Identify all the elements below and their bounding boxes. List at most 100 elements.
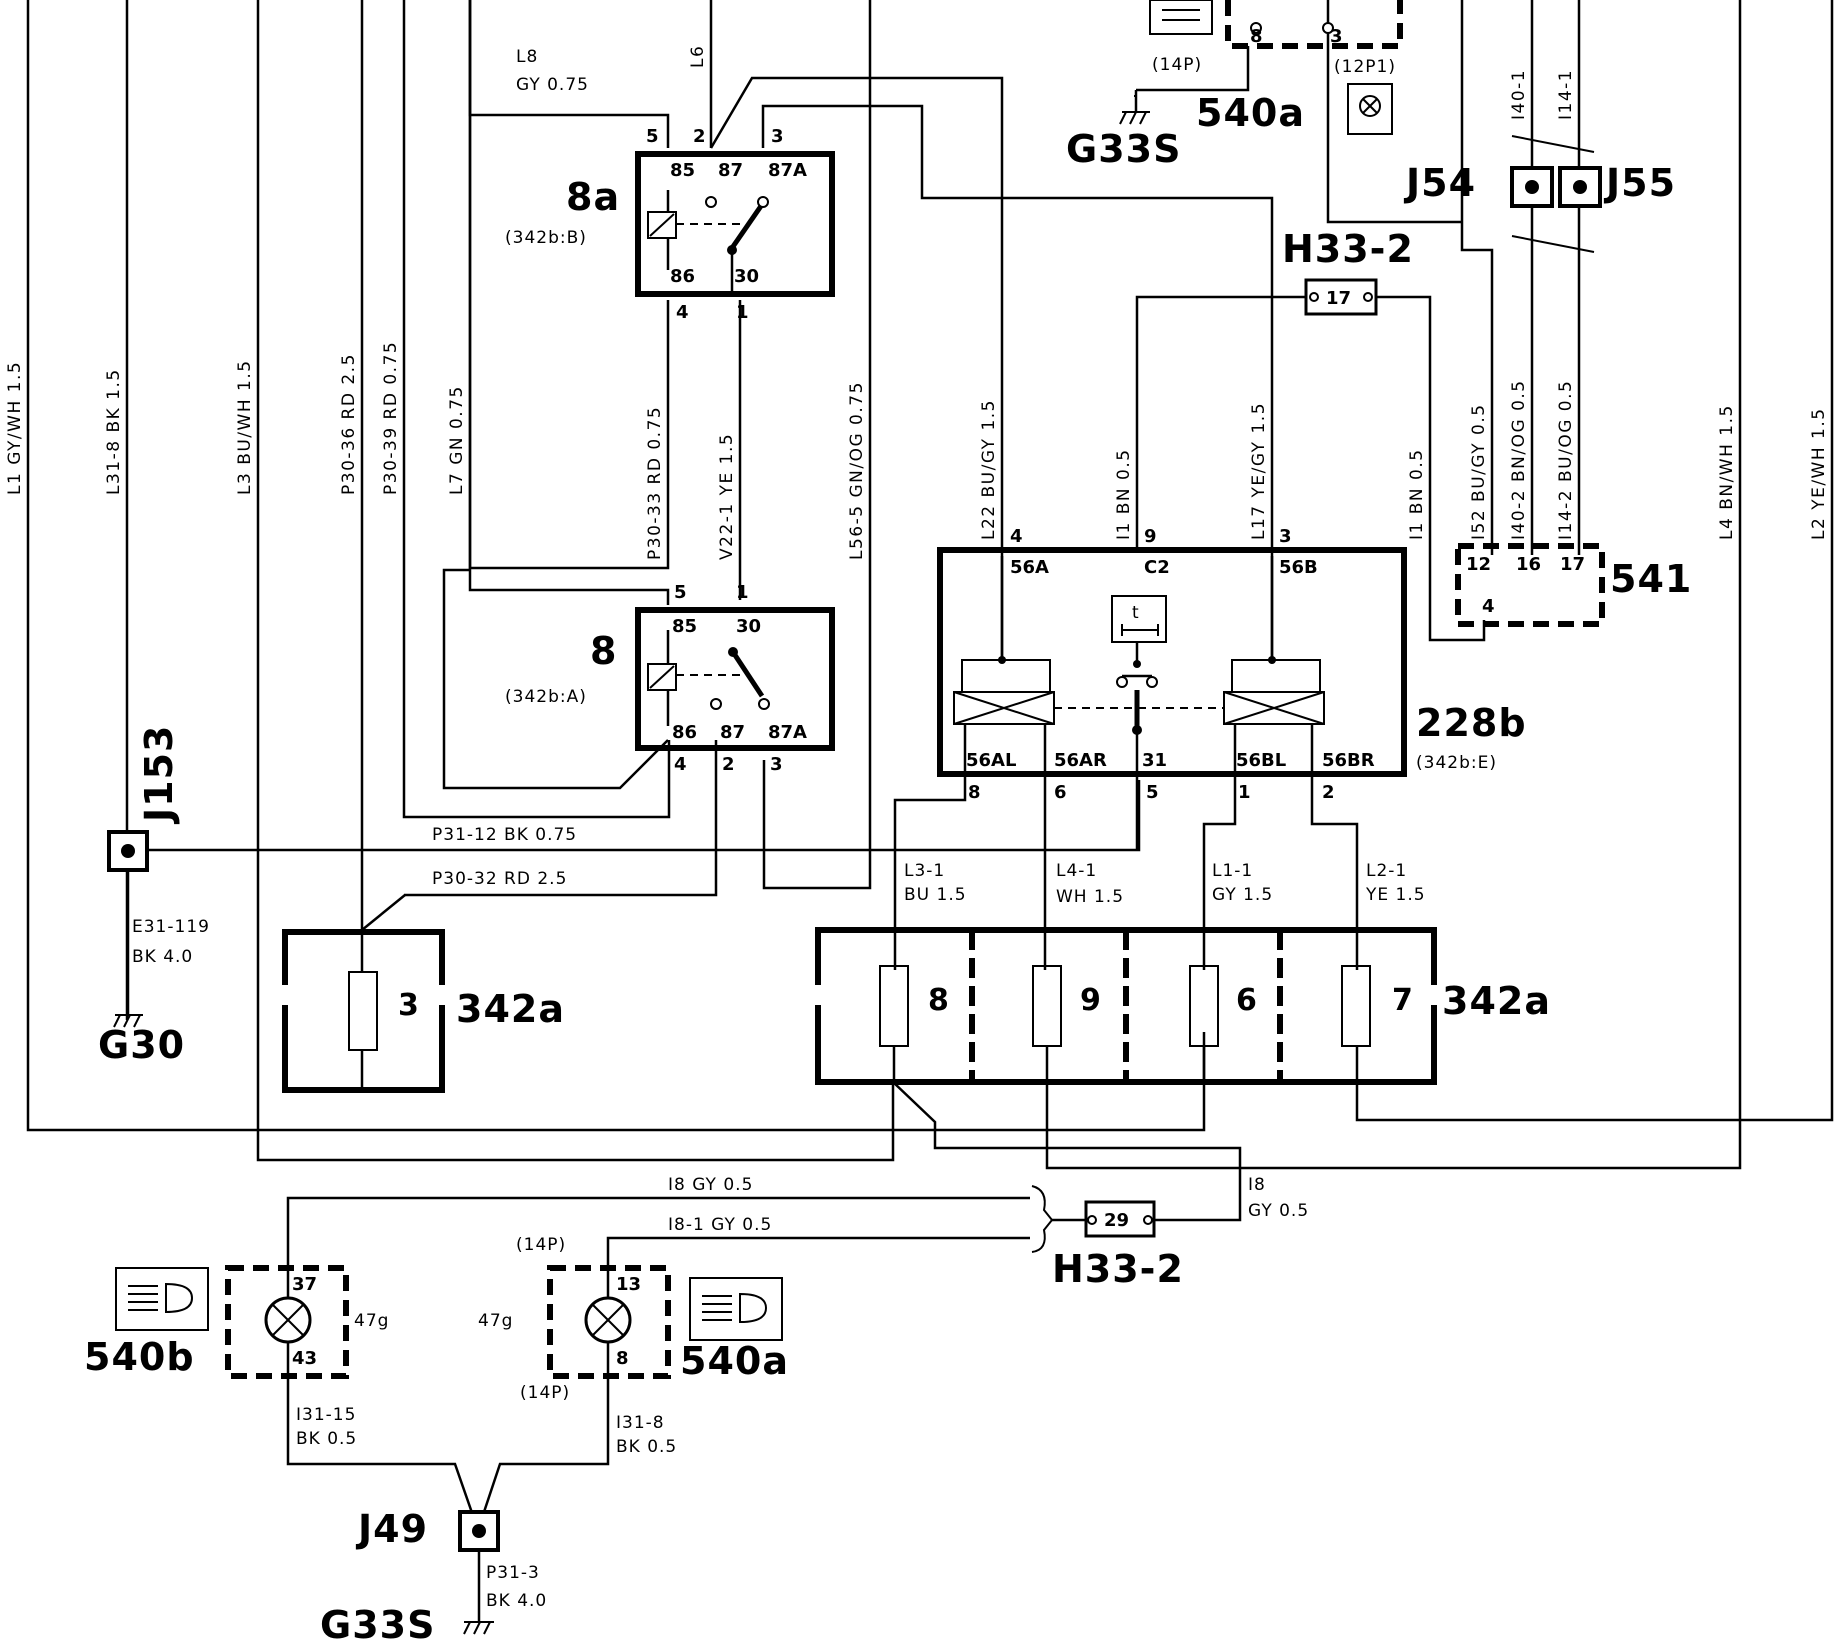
label-p30-32: P30-32 RD 2.5 bbox=[432, 869, 567, 889]
label-l8-spec: GY 0.75 bbox=[516, 75, 589, 95]
fuse-3 bbox=[348, 971, 378, 1051]
wire-8a-pin2-cross bbox=[709, 76, 1004, 198]
relay-8-term-86: 86 bbox=[672, 722, 697, 743]
wire-l56-5 bbox=[762, 0, 872, 890]
label-i31-8-id: I31-8 bbox=[616, 1413, 665, 1433]
wire-i1-right bbox=[1358, 295, 1486, 642]
fusebox-right-label: 342a bbox=[1442, 979, 1551, 1023]
label-i31-8-spec: BK 0.5 bbox=[616, 1437, 677, 1457]
fusebox-left-box bbox=[282, 929, 445, 1093]
wire-p30-32 bbox=[361, 894, 406, 931]
lamp-540b-code: 47g bbox=[354, 1311, 389, 1331]
wire-i8-top bbox=[286, 1196, 1030, 1268]
lamp-540a-label: 540a bbox=[680, 1339, 789, 1383]
wire-i31-8 bbox=[476, 1376, 610, 1531]
label-p30-33: P30-33 RD 0.75 bbox=[645, 406, 665, 560]
lamp-540a-pin-8: 8 bbox=[616, 1348, 629, 1369]
relay-8-term-87: 87 bbox=[720, 722, 745, 743]
lamp-540a-top-box bbox=[1225, 0, 1403, 49]
wire-i8-1 bbox=[606, 1236, 1030, 1268]
wire-l8 bbox=[468, 0, 670, 148]
switch-228b-term-56al: 56AL bbox=[966, 750, 1016, 771]
relay-8-term-87a: 87A bbox=[768, 722, 807, 743]
label-l22: L22 BU/GY 1.5 bbox=[979, 399, 999, 540]
ground-g33s-bottom-label: G33S bbox=[320, 1603, 435, 1647]
relay-8: 85 30 86 87 87A 5 1 4 2 3 8 (342b:A) bbox=[404, 0, 835, 897]
fuse-7-label: 7 bbox=[1392, 983, 1413, 1018]
fuse-9-label: 9 bbox=[1080, 983, 1101, 1018]
ground-g33s-bottom-symbol bbox=[463, 1621, 494, 1635]
fusebox-left-label: 342a bbox=[456, 987, 565, 1031]
relay-8a-label: 8a bbox=[566, 175, 620, 219]
fuse-8-label: 8 bbox=[928, 983, 949, 1018]
label-l3: L3 BU/WH 1.5 bbox=[235, 359, 255, 495]
connector-h33-top-label: H33-2 bbox=[1282, 227, 1414, 271]
relay-8a-pin-1: 1 bbox=[736, 302, 749, 323]
junction-j153-label: J153 bbox=[137, 725, 181, 825]
label-i8-top: I8 GY 0.5 bbox=[668, 1175, 753, 1195]
lamp-540a-icon bbox=[689, 1277, 783, 1341]
lamp-540a-top-icon bbox=[1347, 83, 1393, 135]
relay-8a-term-30: 30 bbox=[734, 266, 759, 287]
label-i8-right-id: I8 bbox=[1248, 1175, 1266, 1195]
label-i31-15-spec: BK 0.5 bbox=[296, 1429, 357, 1449]
wire-l4 bbox=[1045, 0, 1742, 1170]
label-p30-39: P30-39 RD 0.75 bbox=[381, 341, 401, 495]
label-i1-mid: I1 BN 0.5 bbox=[1114, 448, 1134, 540]
lamp-540a-top-conn-left: (14P) bbox=[1152, 55, 1202, 75]
relay-8a: 85 87 87A 86 30 5 2 3 4 1 8a (342b:B) bbox=[468, 0, 1274, 600]
relay-8-box bbox=[635, 607, 835, 751]
junction-j153-group: J153 G30 E31-119 BK 4.0 bbox=[98, 725, 1141, 1067]
switch-228b-term-56bl: 56BL bbox=[1236, 750, 1286, 771]
fuse-8 bbox=[879, 965, 909, 1047]
relay-8-pin-2: 2 bbox=[722, 754, 735, 775]
wire-e31-119-id: E31-119 bbox=[132, 917, 210, 937]
switch-228b-pin-5: 5 bbox=[1146, 782, 1159, 803]
switch-228b-box bbox=[937, 547, 1407, 777]
label-l1-1-spec: GY 1.5 bbox=[1212, 885, 1273, 905]
relay-8-term-85: 85 bbox=[672, 616, 697, 637]
connector-h33-bottom-box bbox=[1084, 1200, 1156, 1238]
label-l4-1-id: L4-1 bbox=[1056, 861, 1097, 881]
switch-228b-pin-8: 8 bbox=[968, 782, 981, 803]
vertical-wire-labels: L1 GY/WH 1.5 L31-8 BK 1.5 L3 BU/WH 1.5 P… bbox=[5, 45, 1829, 560]
lamp-540a-top-label: 540a bbox=[1196, 91, 1305, 135]
relay-8a-term-87: 87 bbox=[718, 160, 743, 181]
label-l3-1-id: L3-1 bbox=[904, 861, 945, 881]
junction-j49-group: J49 G33S P31-3 BK 4.0 bbox=[286, 1376, 610, 1647]
label-l2-1-id: L2-1 bbox=[1366, 861, 1407, 881]
lamp-540a-top-conn-right: (12P1) bbox=[1334, 57, 1396, 77]
lamp-540a-top-group: 8 3 (14P) (12P1) 540a G33S bbox=[1066, 0, 1403, 171]
wire-i1-mid bbox=[1135, 295, 1308, 548]
switch-228b-term-c2: C2 bbox=[1144, 557, 1170, 578]
switch-228b-actuator-right bbox=[1231, 659, 1321, 693]
connector-h33-bottom-pin: 29 bbox=[1104, 1210, 1129, 1231]
fuse-7 bbox=[1341, 965, 1371, 1047]
junction-j54-label: J54 bbox=[1403, 161, 1476, 205]
label-l1: L1 GY/WH 1.5 bbox=[5, 361, 25, 495]
relay-8a-pin-3: 3 bbox=[771, 126, 784, 147]
label-i52: I52 BU/GY 0.5 bbox=[1469, 403, 1489, 540]
relay-8a-pin-2: 2 bbox=[693, 126, 706, 147]
label-i31-15-id: I31-15 bbox=[296, 1405, 356, 1425]
fusebox-342a-right: 8 9 6 7 342a bbox=[812, 774, 1551, 1085]
relay-8-pin-3: 3 bbox=[770, 754, 783, 775]
switch-228b-term-56a: 56A bbox=[1010, 557, 1049, 578]
lamp-540b-icon bbox=[115, 1267, 209, 1331]
switch-228b-term-31: 31 bbox=[1142, 750, 1167, 771]
connector-h33-2-bottom-group: 29 H33-2 bbox=[286, 1081, 1242, 1291]
ground-g30-symbol bbox=[113, 1014, 143, 1028]
relay-8-pin-1: 1 bbox=[736, 582, 749, 603]
fuse-6-label: 6 bbox=[1236, 983, 1257, 1018]
relay-8a-term-87a: 87A bbox=[768, 160, 807, 181]
connector-h33-top-pin: 17 bbox=[1326, 288, 1351, 309]
lamp-540a-code: 47g bbox=[478, 1311, 513, 1331]
wire-l7 bbox=[468, 0, 670, 605]
wire-relay8-pin2 bbox=[404, 740, 718, 897]
lamp-540b-label: 540b bbox=[84, 1335, 195, 1379]
relay-8-ref: (342b:A) bbox=[505, 687, 587, 707]
connector-541-box bbox=[1455, 543, 1605, 627]
lamp-540a-pin-13: 13 bbox=[616, 1274, 641, 1295]
lamp-540a-bottom: 13 8 47g (14P) (14P) 540a bbox=[478, 1235, 789, 1403]
